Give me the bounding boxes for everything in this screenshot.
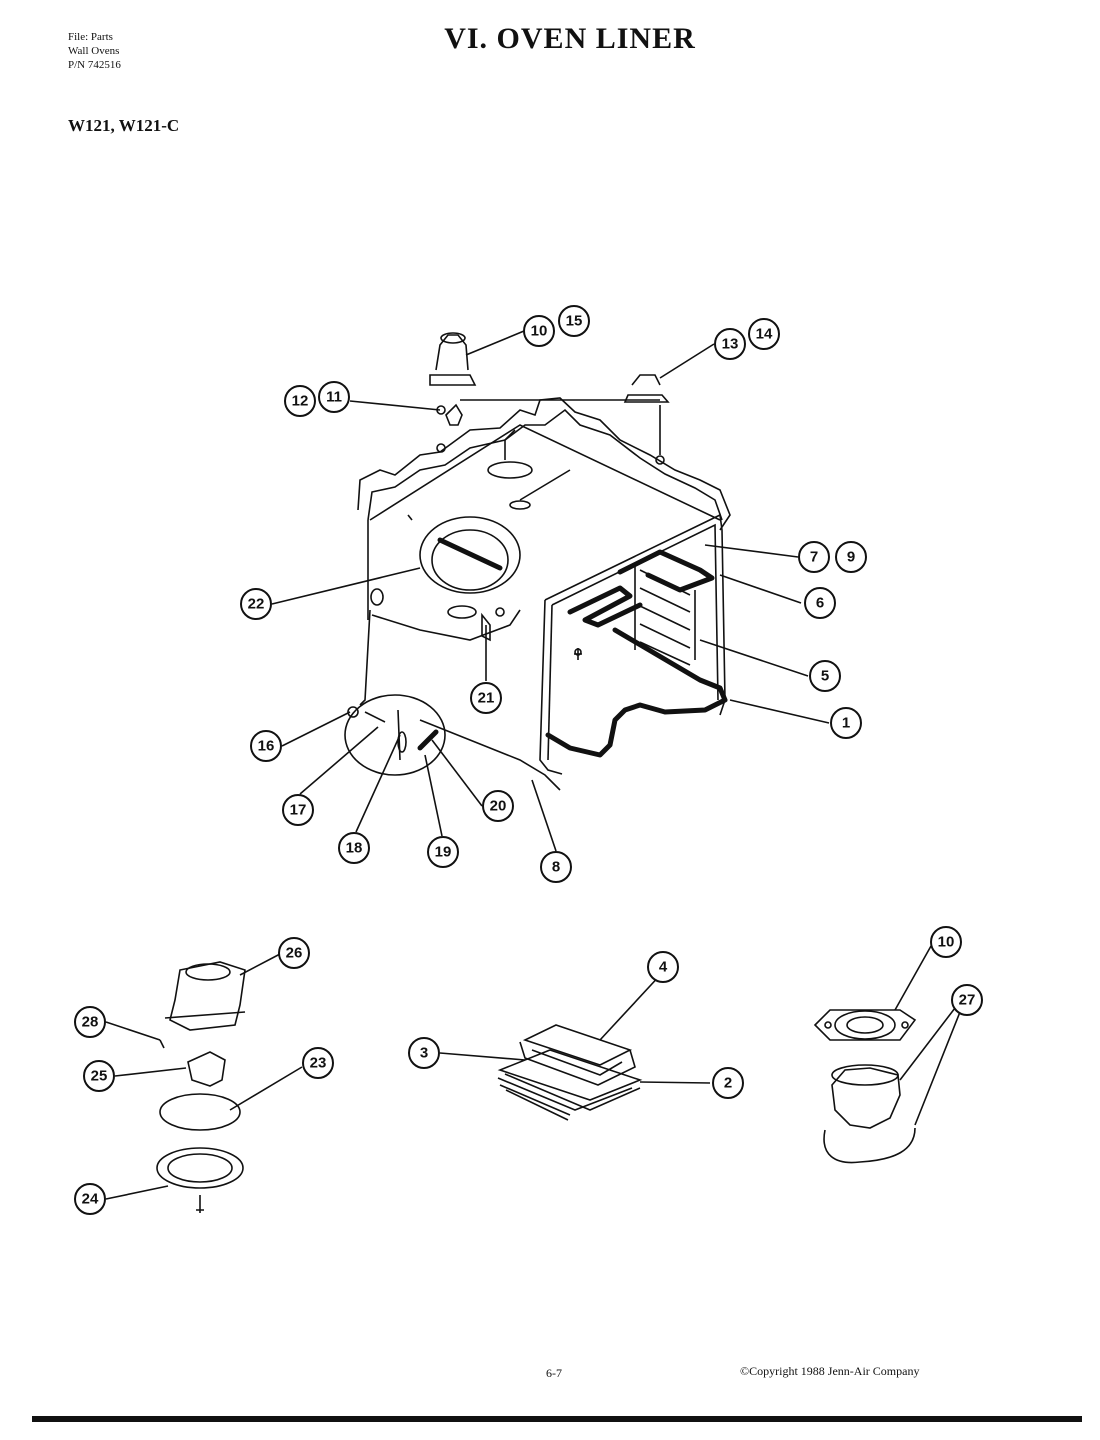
callout-20: 20 bbox=[482, 790, 514, 822]
callout-22: 22 bbox=[240, 588, 272, 620]
callout-label: 9 bbox=[847, 549, 855, 566]
callout-label: 24 bbox=[82, 1191, 99, 1208]
file-info: File: Parts Wall Ovens P/N 742516 bbox=[68, 30, 121, 72]
callout-5: 5 bbox=[809, 660, 841, 692]
callout-label: 6 bbox=[816, 595, 824, 612]
callout-label: 26 bbox=[286, 945, 303, 962]
callout-7: 7 bbox=[798, 541, 830, 573]
callout-8: 8 bbox=[540, 851, 572, 883]
broiler-pan-drawing bbox=[497, 1024, 643, 1121]
callout-label: 19 bbox=[435, 844, 452, 861]
page-number: 6-7 bbox=[546, 1366, 562, 1380]
model-numbers: W121, W121-C bbox=[68, 116, 180, 135]
callout-23: 23 bbox=[302, 1047, 334, 1079]
callout-label: 10 bbox=[531, 323, 548, 340]
callout-28: 28 bbox=[74, 1006, 106, 1038]
callout-27: 27 bbox=[951, 984, 983, 1016]
callout-label: 2 bbox=[724, 1075, 732, 1092]
leader-lines bbox=[105, 330, 961, 1200]
page-title: VI. OVEN LINER bbox=[444, 22, 696, 55]
callout-label: 23 bbox=[310, 1055, 327, 1072]
callout-label: 17 bbox=[290, 802, 307, 819]
callout-label: 18 bbox=[346, 840, 363, 857]
copyright-notice: ©Copyright 1988 Jenn-Air Company bbox=[740, 1364, 920, 1378]
callout-label: 3 bbox=[420, 1045, 428, 1062]
callout-label: 21 bbox=[478, 690, 495, 707]
callout-label: 11 bbox=[326, 389, 342, 406]
callout-label: 15 bbox=[566, 313, 583, 330]
footer-rule bbox=[32, 1416, 1082, 1422]
callout-12: 12 bbox=[284, 385, 316, 417]
callout-label: 8 bbox=[552, 859, 560, 876]
callout-label: 16 bbox=[258, 738, 275, 755]
callout-label: 14 bbox=[756, 326, 773, 343]
callout-label: 28 bbox=[82, 1014, 99, 1031]
callout-6: 6 bbox=[804, 587, 836, 619]
callout-label: 12 bbox=[292, 393, 309, 410]
callout-label: 20 bbox=[490, 798, 507, 815]
callout-25: 25 bbox=[83, 1060, 115, 1092]
file-info-line: File: Parts bbox=[68, 31, 113, 43]
callout-10-lens: 10 bbox=[930, 926, 962, 958]
callout-14: 14 bbox=[748, 318, 780, 350]
callout-21: 21 bbox=[470, 682, 502, 714]
callout-3: 3 bbox=[408, 1037, 440, 1069]
callout-11: 11 bbox=[318, 381, 350, 413]
callout-2: 2 bbox=[712, 1067, 744, 1099]
light-lens-drawing bbox=[813, 1009, 917, 1164]
callout-9: 9 bbox=[835, 541, 867, 573]
callout-label: 7 bbox=[810, 549, 818, 566]
callout-1: 1 bbox=[830, 707, 862, 739]
callout-16: 16 bbox=[250, 730, 282, 762]
callout-label: 10 bbox=[938, 934, 955, 951]
callout-19: 19 bbox=[427, 836, 459, 868]
callout-label: 27 bbox=[959, 992, 976, 1009]
callout-label: 4 bbox=[659, 959, 668, 976]
light-assembly-drawing bbox=[156, 961, 246, 1213]
callout-label: 5 bbox=[821, 668, 829, 685]
callout-13: 13 bbox=[714, 328, 746, 360]
callout-label: 1 bbox=[842, 715, 850, 732]
callout-10: 10 bbox=[523, 315, 555, 347]
oven-liner-drawing bbox=[344, 332, 731, 791]
callout-24: 24 bbox=[74, 1183, 106, 1215]
callout-label: 25 bbox=[91, 1068, 108, 1085]
file-info-line: Wall Ovens bbox=[68, 45, 120, 57]
callout-15: 15 bbox=[558, 305, 590, 337]
callout-label: 22 bbox=[248, 596, 265, 613]
callout-17: 17 bbox=[282, 794, 314, 826]
callout-4: 4 bbox=[647, 951, 679, 983]
callout-18: 18 bbox=[338, 832, 370, 864]
file-info-line: P/N 742516 bbox=[68, 59, 121, 71]
callout-26: 26 bbox=[278, 937, 310, 969]
callout-label: 13 bbox=[722, 336, 739, 353]
